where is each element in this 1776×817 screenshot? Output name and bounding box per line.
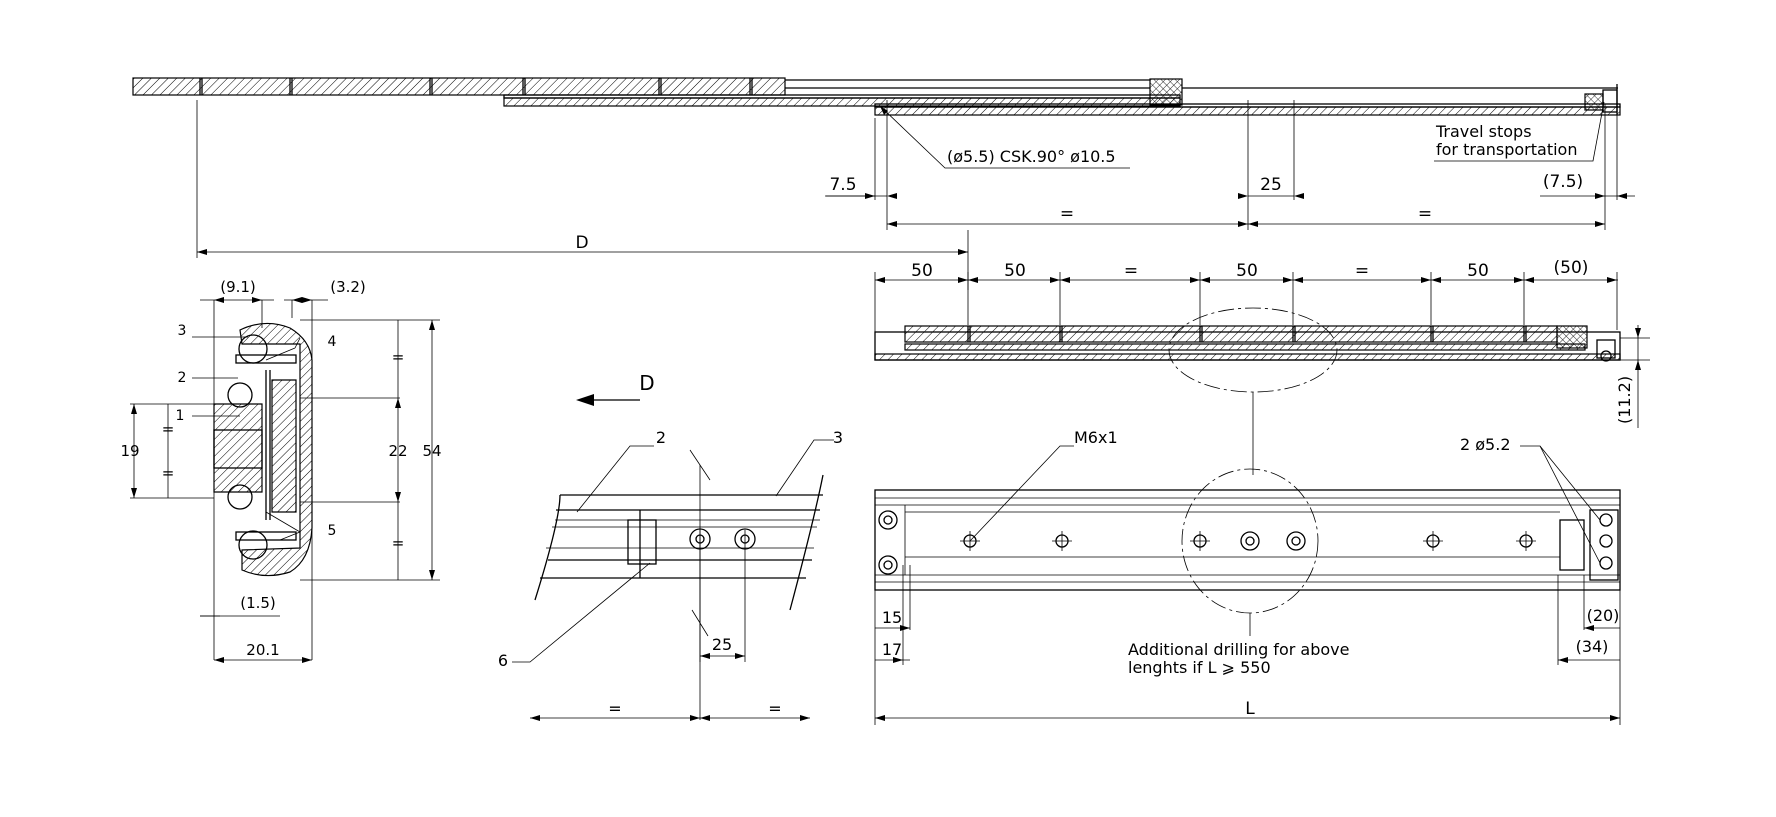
- dim-length-l: L: [1245, 699, 1255, 719]
- note-travel-stops-1: Travel stops: [1435, 122, 1532, 141]
- balloon-4: 4: [328, 334, 337, 350]
- note-drilling-1: Additional drilling for above: [1128, 640, 1349, 659]
- balloon-5: 5: [328, 523, 337, 539]
- dim-spacing-5: =: [1355, 261, 1369, 281]
- dim-csk-note: (ø5.5) CSK.90° ø10.5: [947, 147, 1116, 166]
- dim-b-17: 17: [882, 640, 902, 659]
- balloon-2-detail: 2: [656, 428, 666, 447]
- dim-h-19: 19: [120, 442, 139, 460]
- dim-top-25: 25: [1260, 175, 1282, 195]
- dim-h-54: 54: [422, 442, 441, 460]
- dim-spacing-3: =: [1124, 261, 1138, 281]
- dim-spacing-7: (50): [1554, 258, 1589, 278]
- dim-w-1-5: (1.5): [240, 594, 276, 612]
- dim-eq-left: =: [162, 420, 175, 438]
- dim-b-34: (34): [1576, 637, 1609, 656]
- balloon-3-detail: 3: [833, 428, 843, 447]
- balloon-6: 6: [498, 651, 508, 670]
- dim-top-eq-1: =: [1060, 204, 1074, 224]
- dim-w-3-2: (3.2): [330, 278, 366, 296]
- balloon-3: 3: [178, 323, 187, 339]
- dim-left-7-5: 7.5: [829, 175, 856, 195]
- rail-bottom-view: M6x1 2 ø5.2 15 17 (20) (34) L Additional…: [874, 428, 1621, 725]
- dim-w-20-1: 20.1: [246, 641, 279, 659]
- closed-slide-view: 50 50 = 50 = 50 (50) (11.2): [874, 258, 1650, 475]
- dim-eq-19b: =: [162, 464, 175, 482]
- dim-eq-mid-a: =: [392, 348, 405, 366]
- dim-d-top: D: [575, 233, 588, 253]
- balloon-2: 2: [178, 370, 187, 386]
- note-travel-stops-2: for transportation: [1436, 140, 1577, 159]
- dim-b-20: (20): [1587, 606, 1620, 625]
- dim-detail-eq-1: =: [608, 699, 621, 718]
- dim-detail-eq-2: =: [768, 699, 781, 718]
- view-arrow-label: D: [639, 371, 654, 395]
- dim-spacing-4: 50: [1236, 261, 1258, 281]
- extended-slide-view: D (ø5.5) CSK.90° ø10.5 7.5 25 = = (7.5) …: [132, 77, 1635, 290]
- dim-spacing-1: 50: [911, 261, 933, 281]
- dim-top-eq-2: =: [1418, 204, 1432, 224]
- dim-b-15: 15: [882, 608, 902, 627]
- balloon-1: 1: [176, 408, 185, 424]
- detail-view: 25 = = 2 3 6: [498, 428, 843, 721]
- dim-w-9-1: (9.1): [220, 278, 256, 296]
- holes-5-2: 2 ø5.2: [1460, 435, 1511, 454]
- dim-h-11-2: (11.2): [1615, 376, 1634, 424]
- thread-m6x1: M6x1: [1074, 428, 1118, 447]
- dim-h-22: 22: [388, 442, 407, 460]
- dim-spacing-6: 50: [1467, 261, 1489, 281]
- dim-spacing-2: 50: [1004, 261, 1026, 281]
- dim-eq-mid-b: =: [392, 534, 405, 552]
- dim-right-7-5: (7.5): [1543, 172, 1583, 192]
- dim-detail-25: 25: [712, 635, 732, 654]
- note-drilling-2: lenghts if L ⩾ 550: [1128, 658, 1271, 677]
- view-arrow-d: D: [576, 371, 655, 406]
- cross-section-view: (9.1) (3.2) 19 22 54 (1.5) 20.1 = = = = …: [120, 278, 442, 663]
